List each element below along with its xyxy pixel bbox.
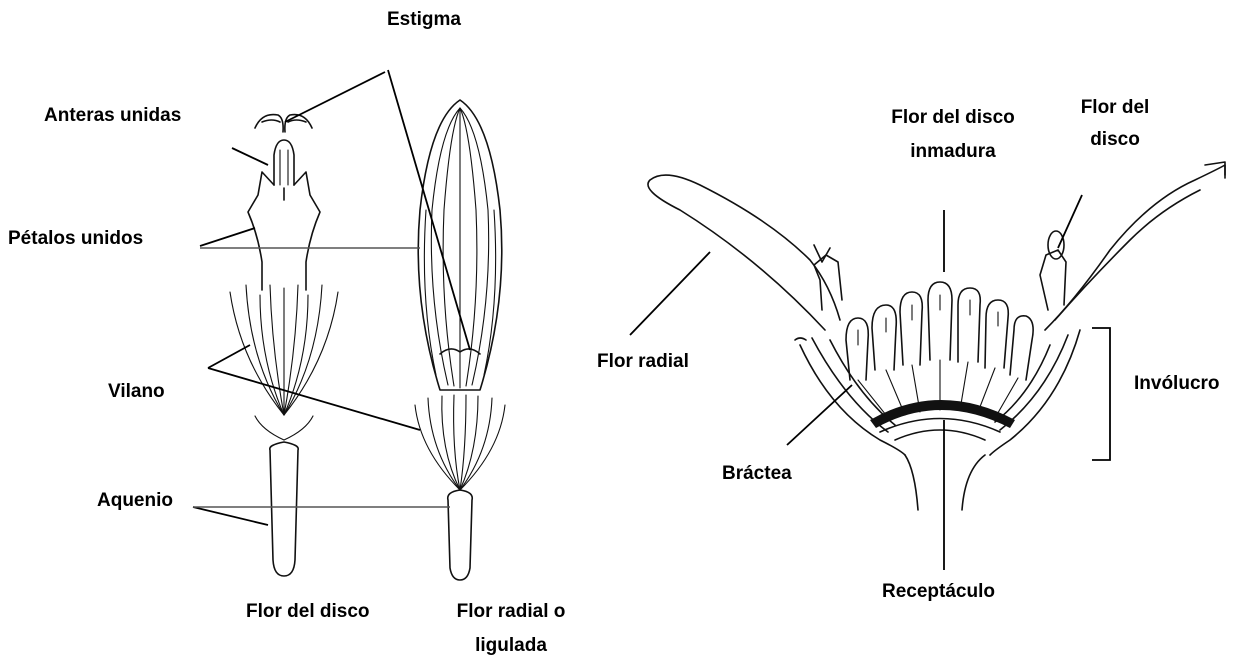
leader-flor-disco: [1058, 195, 1082, 248]
label-flor-radial-ligulada: Flor radial o ligulada: [426, 600, 596, 658]
leader-estigma-disc: [285, 72, 385, 122]
label-petalos-unidos: Pétalos unidos: [8, 227, 143, 251]
capitulum-section-drawing: [648, 162, 1225, 510]
leader-bractea: [787, 385, 852, 445]
label-vilano: Vilano: [108, 380, 165, 404]
leader-petalos-disc: [200, 228, 255, 246]
label-bractea: Bráctea: [722, 462, 792, 486]
leader-aquenio-disc: [193, 507, 268, 525]
leader-vilano-disc: [208, 345, 250, 368]
leader-anteras: [232, 148, 268, 165]
label-flor-radial-ligulada-line2: ligulada: [426, 634, 596, 658]
label-receptaculo: Receptáculo: [882, 580, 995, 604]
label-flor-del-disco-inmadura-line1: Flor del disco: [868, 106, 1038, 130]
label-flor-del-disco-inmadura: Flor del disco inmadura: [868, 106, 1038, 164]
right-leader-lines: [630, 195, 1110, 570]
leader-flor-radial: [630, 252, 710, 335]
label-flor-radial: Flor radial: [597, 350, 689, 374]
label-aquenio: Aquenio: [97, 489, 173, 513]
label-anteras-unidas: Anteras unidas: [44, 104, 181, 128]
leader-vilano-ray: [208, 368, 420, 430]
label-flor-radial-ligulada-line1: Flor radial o: [426, 600, 596, 624]
label-flor-del-disco-left: Flor del disco: [246, 600, 370, 624]
label-flor-del-disco-right: Flor del disco: [1060, 96, 1170, 152]
label-flor-del-disco-inmadura-line2: inmadura: [868, 140, 1038, 164]
label-involucro: Invólucro: [1134, 372, 1220, 396]
left-leader-lines: [193, 70, 470, 525]
label-estigma: Estigma: [387, 8, 461, 32]
bracket-involucro: [1092, 328, 1110, 460]
leader-estigma-ray: [388, 70, 470, 350]
label-flor-del-disco-right-line2: disco: [1060, 128, 1170, 152]
label-flor-del-disco-right-line1: Flor del: [1060, 96, 1170, 120]
ray-floret-drawing: [415, 100, 505, 580]
